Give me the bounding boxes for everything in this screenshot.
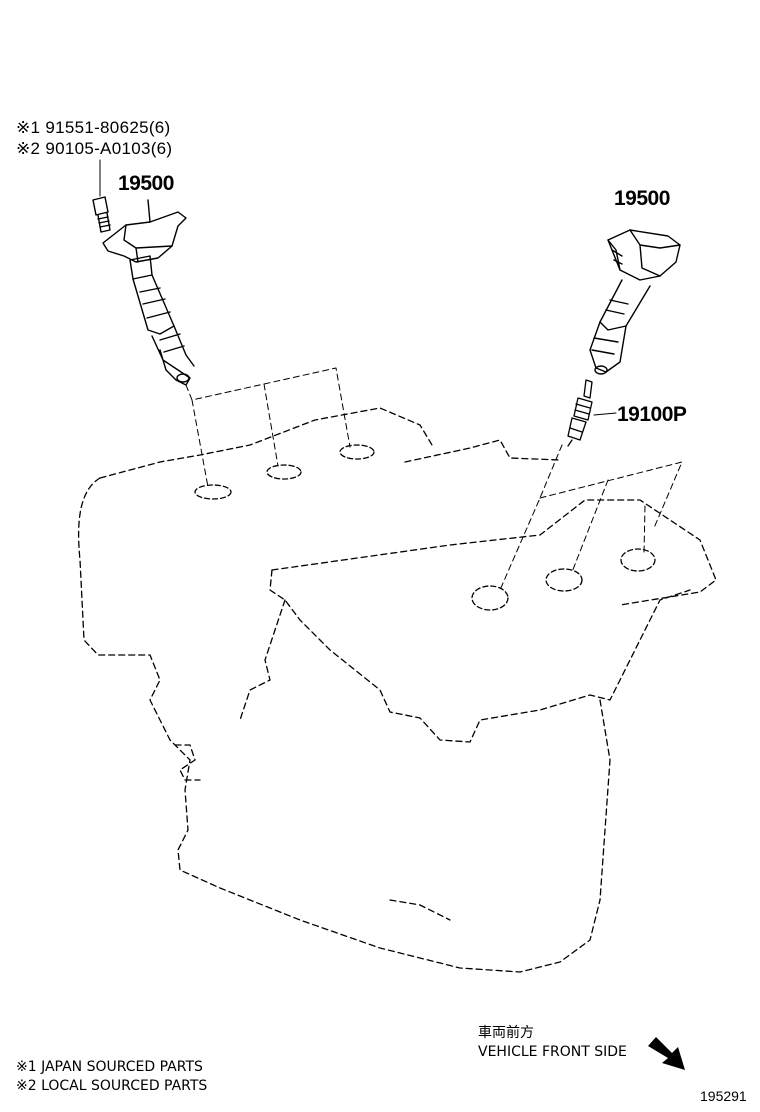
bolt-japan-note: ※1 91551-80625(6) [16,118,171,137]
bolt-local-note: ※2 90105-A0103(6) [16,139,173,158]
coil-wells [194,444,656,611]
ignition-coil-left [92,196,195,386]
part-number-coil-right[interactable]: 19500 [614,187,670,210]
part-number-spark-plug[interactable]: 19100P [617,403,687,426]
leader-lines [185,367,683,591]
ignition-coil-right [589,229,681,375]
legend-local-sourced: ※2 LOCAL SOURCED PARTS [16,1078,208,1094]
direction-label-en: VEHICLE FRONT SIDE [478,1044,627,1060]
direction-label-jp: 車両前方 [478,1025,534,1041]
illustration-number: 195291 [700,1088,747,1104]
engine-outline [77,407,717,973]
part-number-coil-left[interactable]: 19500 [118,172,174,195]
spark-plug [567,379,593,447]
callout-lines [99,159,617,416]
vehicle-front-arrow-icon [648,1037,685,1070]
legend-japan-sourced: ※1 JAPAN SOURCED PARTS [16,1059,203,1075]
